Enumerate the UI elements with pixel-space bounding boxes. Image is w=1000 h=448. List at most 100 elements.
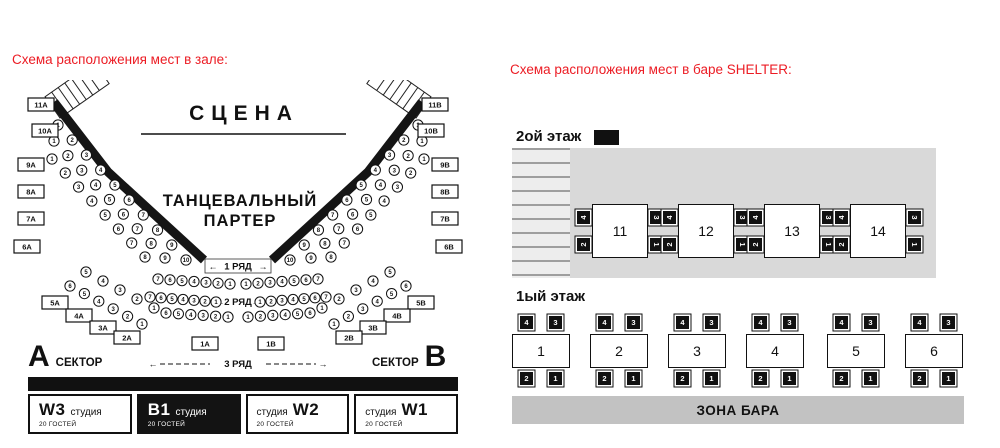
hall-seat-number: 7 [331, 213, 335, 219]
hall-seat [95, 164, 107, 176]
bar-seat: 4 [749, 211, 762, 224]
hall-seat-number: 3 [354, 288, 358, 294]
hall-seat-number: 2 [259, 314, 263, 320]
hall-seat-number: 1 [140, 322, 144, 328]
hall-seat-number: 6 [356, 227, 360, 233]
hall-section-label: 4А [74, 312, 84, 321]
hall-seat-number: 5 [84, 270, 88, 276]
hall-seat [305, 252, 317, 264]
hall-seat-number: 1 [50, 157, 54, 163]
hall-seat-number: 1 [214, 300, 218, 306]
hall-seat-number: 5 [108, 198, 112, 204]
hall-seat-number: 1 [244, 282, 248, 288]
hall-seat [210, 296, 222, 308]
hall-section-box [27, 97, 55, 112]
bar-seat: 4 [754, 316, 767, 329]
hall-seat [109, 179, 121, 191]
hall-seat-number: 3 [280, 299, 284, 305]
hall-section-box [383, 308, 411, 323]
parterre-label-line2: ПАРТЕР [204, 212, 277, 230]
hall-section-label: 4В [392, 312, 402, 321]
bar-table-13: 13 [764, 204, 820, 258]
hall-seat [155, 292, 167, 304]
bar-seat: 4 [520, 316, 533, 329]
floor2-label-marker [594, 130, 619, 145]
bar-seat: 4 [835, 211, 848, 224]
hall-seat [292, 308, 304, 320]
hall-seat [90, 179, 102, 191]
hall-seat [131, 223, 143, 235]
hall-seat [304, 307, 316, 319]
hall-seat [418, 153, 430, 165]
hall-seat-number: 1 [420, 139, 424, 145]
hall-seat-number: 6 [308, 311, 312, 317]
hall-seat-number: 3 [112, 307, 116, 313]
hall-seat-number: 6 [351, 212, 355, 218]
hall-section-box [431, 157, 459, 172]
hall-seat-number: 1 [246, 315, 250, 321]
hall-seat-number: 5 [369, 213, 373, 219]
bar-seat: 4 [913, 316, 926, 329]
hall-seat-number: 7 [136, 227, 140, 233]
hall-seat [164, 274, 176, 286]
bar-seat: 1 [650, 238, 663, 251]
hall-seat-number: 2 [256, 281, 260, 287]
bar-table-5: 5 [827, 334, 885, 368]
hall-seat-number: 6 [313, 296, 317, 302]
hall-seat-number: 4 [189, 313, 193, 319]
hall-seat [319, 237, 331, 249]
hall-section-box [41, 295, 69, 310]
hall-seat-number: 6 [304, 278, 308, 284]
hall-seat-number: 5 [296, 312, 300, 318]
hall-seat-number: 4 [90, 199, 94, 205]
bar-seat: 2 [835, 238, 848, 251]
hall-seat-number: 3 [204, 281, 208, 287]
hall-section-label: 11В [428, 101, 442, 110]
hall-seat [46, 153, 58, 165]
bar-seat: 3 [705, 316, 718, 329]
bar-table-6: 6 [905, 334, 963, 368]
hall-seat-number: 2 [71, 138, 75, 144]
hall-scheme-title: Схема расположения мест в зале: [12, 52, 228, 67]
hall-seat [59, 167, 71, 179]
sector-a-word: СЕКТОР [55, 357, 103, 369]
hall-seat [122, 310, 134, 322]
hall-section-label: 3В [368, 324, 378, 333]
bar-seat: 2 [754, 372, 767, 385]
hall-section-box [13, 239, 41, 254]
hall-seat [224, 278, 236, 290]
hall-section-label: 2В [344, 334, 354, 343]
hall-seat [384, 266, 396, 278]
hall-seating-map: СЦЕНА ТАНЦЕВАЛЬНЫЙ ПАРТЕР [13, 80, 463, 370]
sector-b-word: СЕКТОР [372, 357, 419, 369]
hall-section-label: 3А [98, 324, 108, 333]
row3-arrow-right: → [319, 359, 328, 369]
hall-seat-number: 6 [345, 198, 349, 204]
stairs-right-icon [366, 80, 432, 119]
hall-seat [185, 309, 197, 321]
hall-seat-number: 4 [382, 199, 386, 205]
hall-seat-number: 9 [309, 256, 313, 262]
bar-seat: 3 [549, 316, 562, 329]
hall-seat [148, 302, 160, 314]
hall-section-box [257, 336, 285, 351]
bar-seat: 4 [577, 211, 590, 224]
bar-seat: 1 [942, 372, 955, 385]
hall-seat-number: 4 [291, 298, 295, 304]
hall-seat [139, 251, 151, 263]
hall-seat-number: 4 [181, 298, 185, 304]
floor2-label: 2ой этаж [516, 128, 582, 145]
hall-section-label: 6В [444, 243, 454, 252]
hall-seat-number: 2 [135, 297, 139, 303]
hall-seat-number: 3 [202, 314, 206, 320]
hall-seat-number: 8 [149, 242, 153, 248]
hall-section-label: 9А [26, 161, 36, 170]
bar-table-3: 3 [668, 334, 726, 368]
bar-scheme-title: Схема расположения мест в баре SHELTER: [510, 62, 792, 77]
bar-table-11: 11 [592, 204, 648, 258]
hall-seat [360, 193, 373, 206]
hall-seat-number: 4 [94, 183, 98, 189]
hall-seat [276, 294, 288, 306]
studio-name: W1 [401, 400, 428, 419]
